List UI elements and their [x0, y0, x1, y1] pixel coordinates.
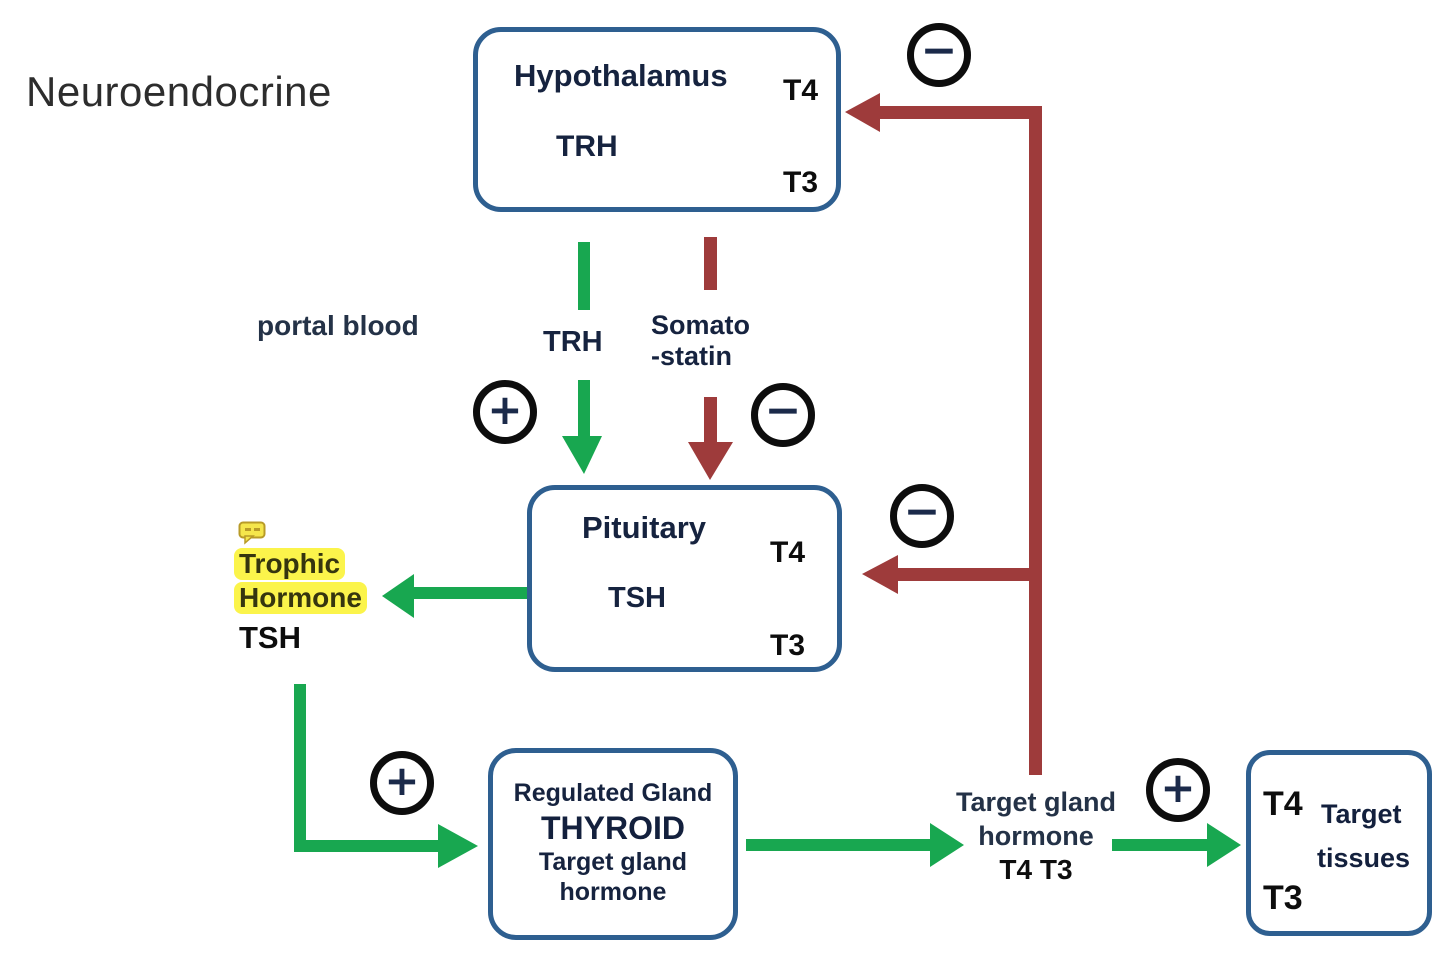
- comment-icon: [238, 521, 266, 545]
- pituitary-box: Pituitary TSH T4 T3: [527, 485, 842, 672]
- hypothalamus-title: Hypothalamus: [514, 58, 728, 93]
- somatostatin-label-line1: Somato: [651, 310, 751, 340]
- tissues-t4: T4: [1263, 785, 1303, 823]
- thyroid-content: Regulated Gland THYROID Target gland hor…: [493, 753, 733, 935]
- hypothalamus-t4: T4: [783, 74, 819, 107]
- positive-sign-thyroid: +: [370, 751, 434, 815]
- trophic-label-line1: Trophic: [234, 548, 346, 580]
- tissues-label-line2: tissues: [1317, 843, 1411, 873]
- thyroid-line1: Regulated Gland: [513, 779, 713, 807]
- target-gland-hormone-line1: Target gland: [955, 787, 1116, 817]
- trh-portal-line: [578, 242, 590, 310]
- pituitary-t4: T4: [770, 536, 806, 569]
- trophic-hormone-name: TSH: [239, 620, 301, 655]
- target-tissues-box: T4 Target tissues T3: [1246, 750, 1432, 936]
- tsh-output-arrow: [382, 574, 529, 618]
- feedback-line: [845, 93, 1042, 775]
- trophic-label-line2: Hormone: [234, 582, 367, 614]
- negative-sign-pituitary: −: [890, 484, 954, 548]
- pituitary-hormone: TSH: [608, 582, 666, 614]
- thyroid-line4: hormone: [559, 878, 667, 906]
- thyroid-line3: Target gland: [538, 848, 688, 876]
- hypothalamus-box: Hypothalamus TRH T4 T3: [473, 27, 841, 212]
- portal-blood-label: portal blood: [257, 310, 419, 341]
- positive-sign-tissues: +: [1146, 758, 1210, 822]
- somatostatin-label: Somato -statin: [651, 310, 750, 372]
- target-gland-hormone-line2: hormone: [978, 821, 1094, 851]
- somatostatin-arrow: [688, 397, 733, 480]
- trh-arrow-label: TRH: [543, 326, 603, 358]
- target-gland-hormone-line3: T4 T3: [999, 854, 1073, 885]
- thyroid-line2: THYROID: [541, 810, 685, 846]
- page-title: Neuroendocrine: [26, 68, 332, 115]
- hypothalamus-hormone: TRH: [556, 130, 618, 163]
- negative-sign-hypothalamus: −: [907, 23, 971, 87]
- target-gland-hormone-text: Target gland hormone T4 T3: [933, 785, 1139, 887]
- pituitary-t3: T3: [770, 629, 806, 662]
- somatostatin-label-line2: -statin: [651, 341, 732, 371]
- hormone-to-tissues-arrow: [1112, 823, 1241, 867]
- thyroid-box: Regulated Gland THYROID Target gland hor…: [488, 748, 738, 940]
- negative-sign-somatostatin: −: [751, 383, 815, 447]
- somatostatin-line: [704, 237, 717, 290]
- trh-arrow: [562, 380, 602, 474]
- thyroid-output-arrow: [746, 823, 964, 867]
- tsh-to-thyroid-arrow: [294, 684, 478, 868]
- hypothalamus-t3: T3: [783, 166, 819, 199]
- tissues-t3: T3: [1263, 879, 1303, 917]
- positive-sign-trh: +: [473, 380, 537, 444]
- pituitary-title: Pituitary: [582, 510, 707, 545]
- tissues-label-line1: Target: [1321, 799, 1402, 829]
